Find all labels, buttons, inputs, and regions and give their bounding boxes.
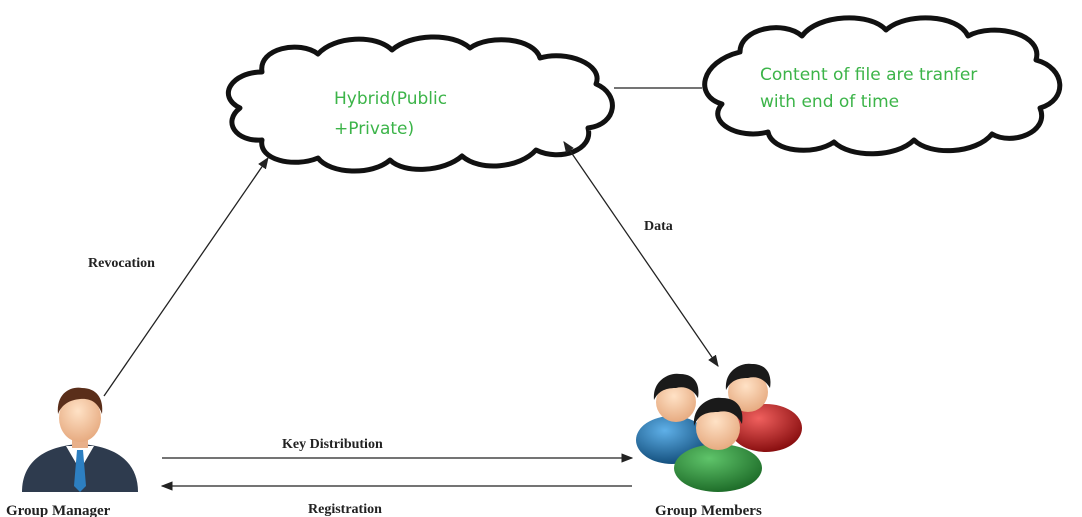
hybrid-cloud: Hybrid(Public +Private) — [226, 34, 615, 174]
content-cloud: Content of file are tranfer with end of … — [702, 15, 1063, 157]
group-members-icon — [636, 363, 802, 492]
key-distribution-label: Key Distribution — [282, 437, 383, 452]
content-cloud-line-2: with end of time — [760, 92, 899, 112]
revocation-arrow — [103, 157, 269, 397]
hybrid-cloud-line-2: +Private) — [334, 119, 414, 139]
content-cloud-line-1: Content of file are tranfer — [760, 65, 977, 85]
data-arrow — [563, 141, 719, 367]
revocation-label: Revocation — [88, 256, 155, 271]
group-manager-label: Group Manager — [6, 503, 111, 517]
hybrid-cloud-line-1: Hybrid(Public — [334, 89, 447, 109]
registration-label: Registration — [308, 502, 382, 517]
data-label: Data — [644, 219, 673, 234]
group-members-label: Group Members — [655, 503, 762, 517]
group-manager-icon — [22, 387, 138, 492]
